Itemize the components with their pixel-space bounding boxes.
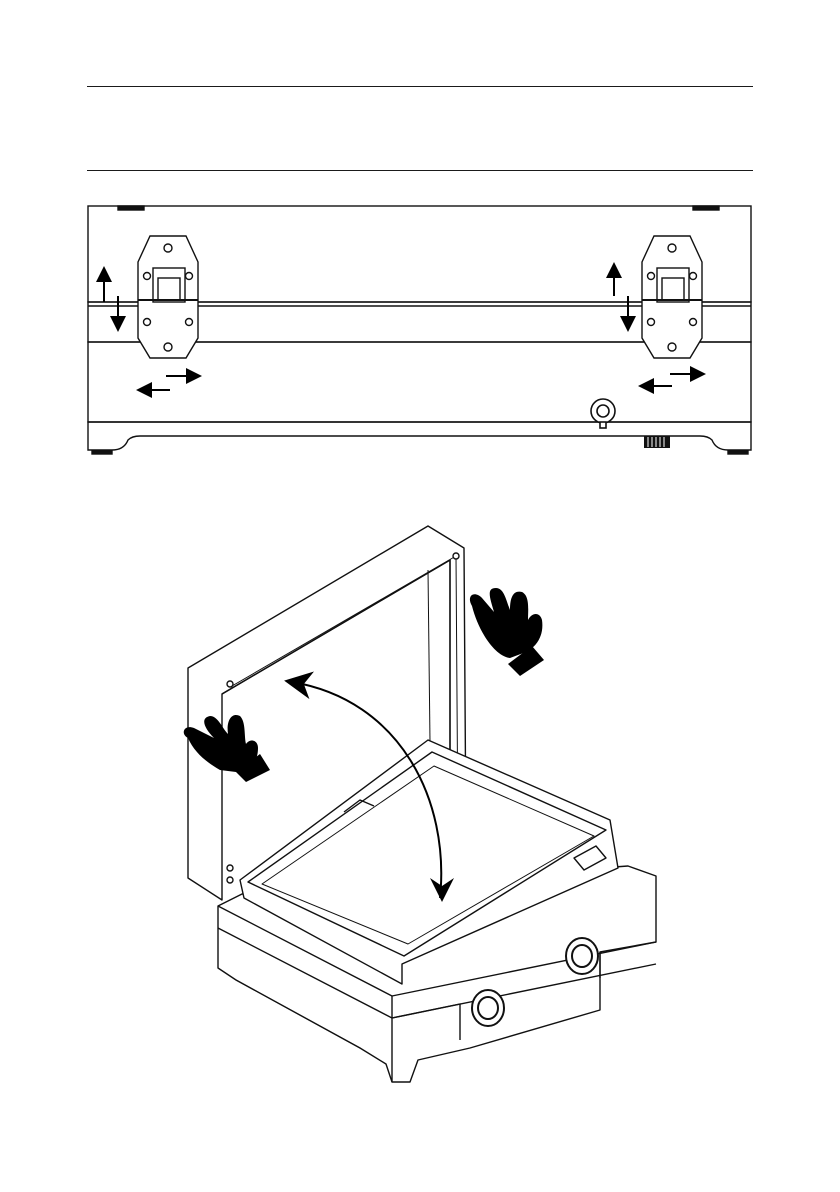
- glove-icon: [470, 588, 544, 676]
- control-knob-icon: [566, 938, 598, 974]
- control-knob-icon: [472, 990, 504, 1026]
